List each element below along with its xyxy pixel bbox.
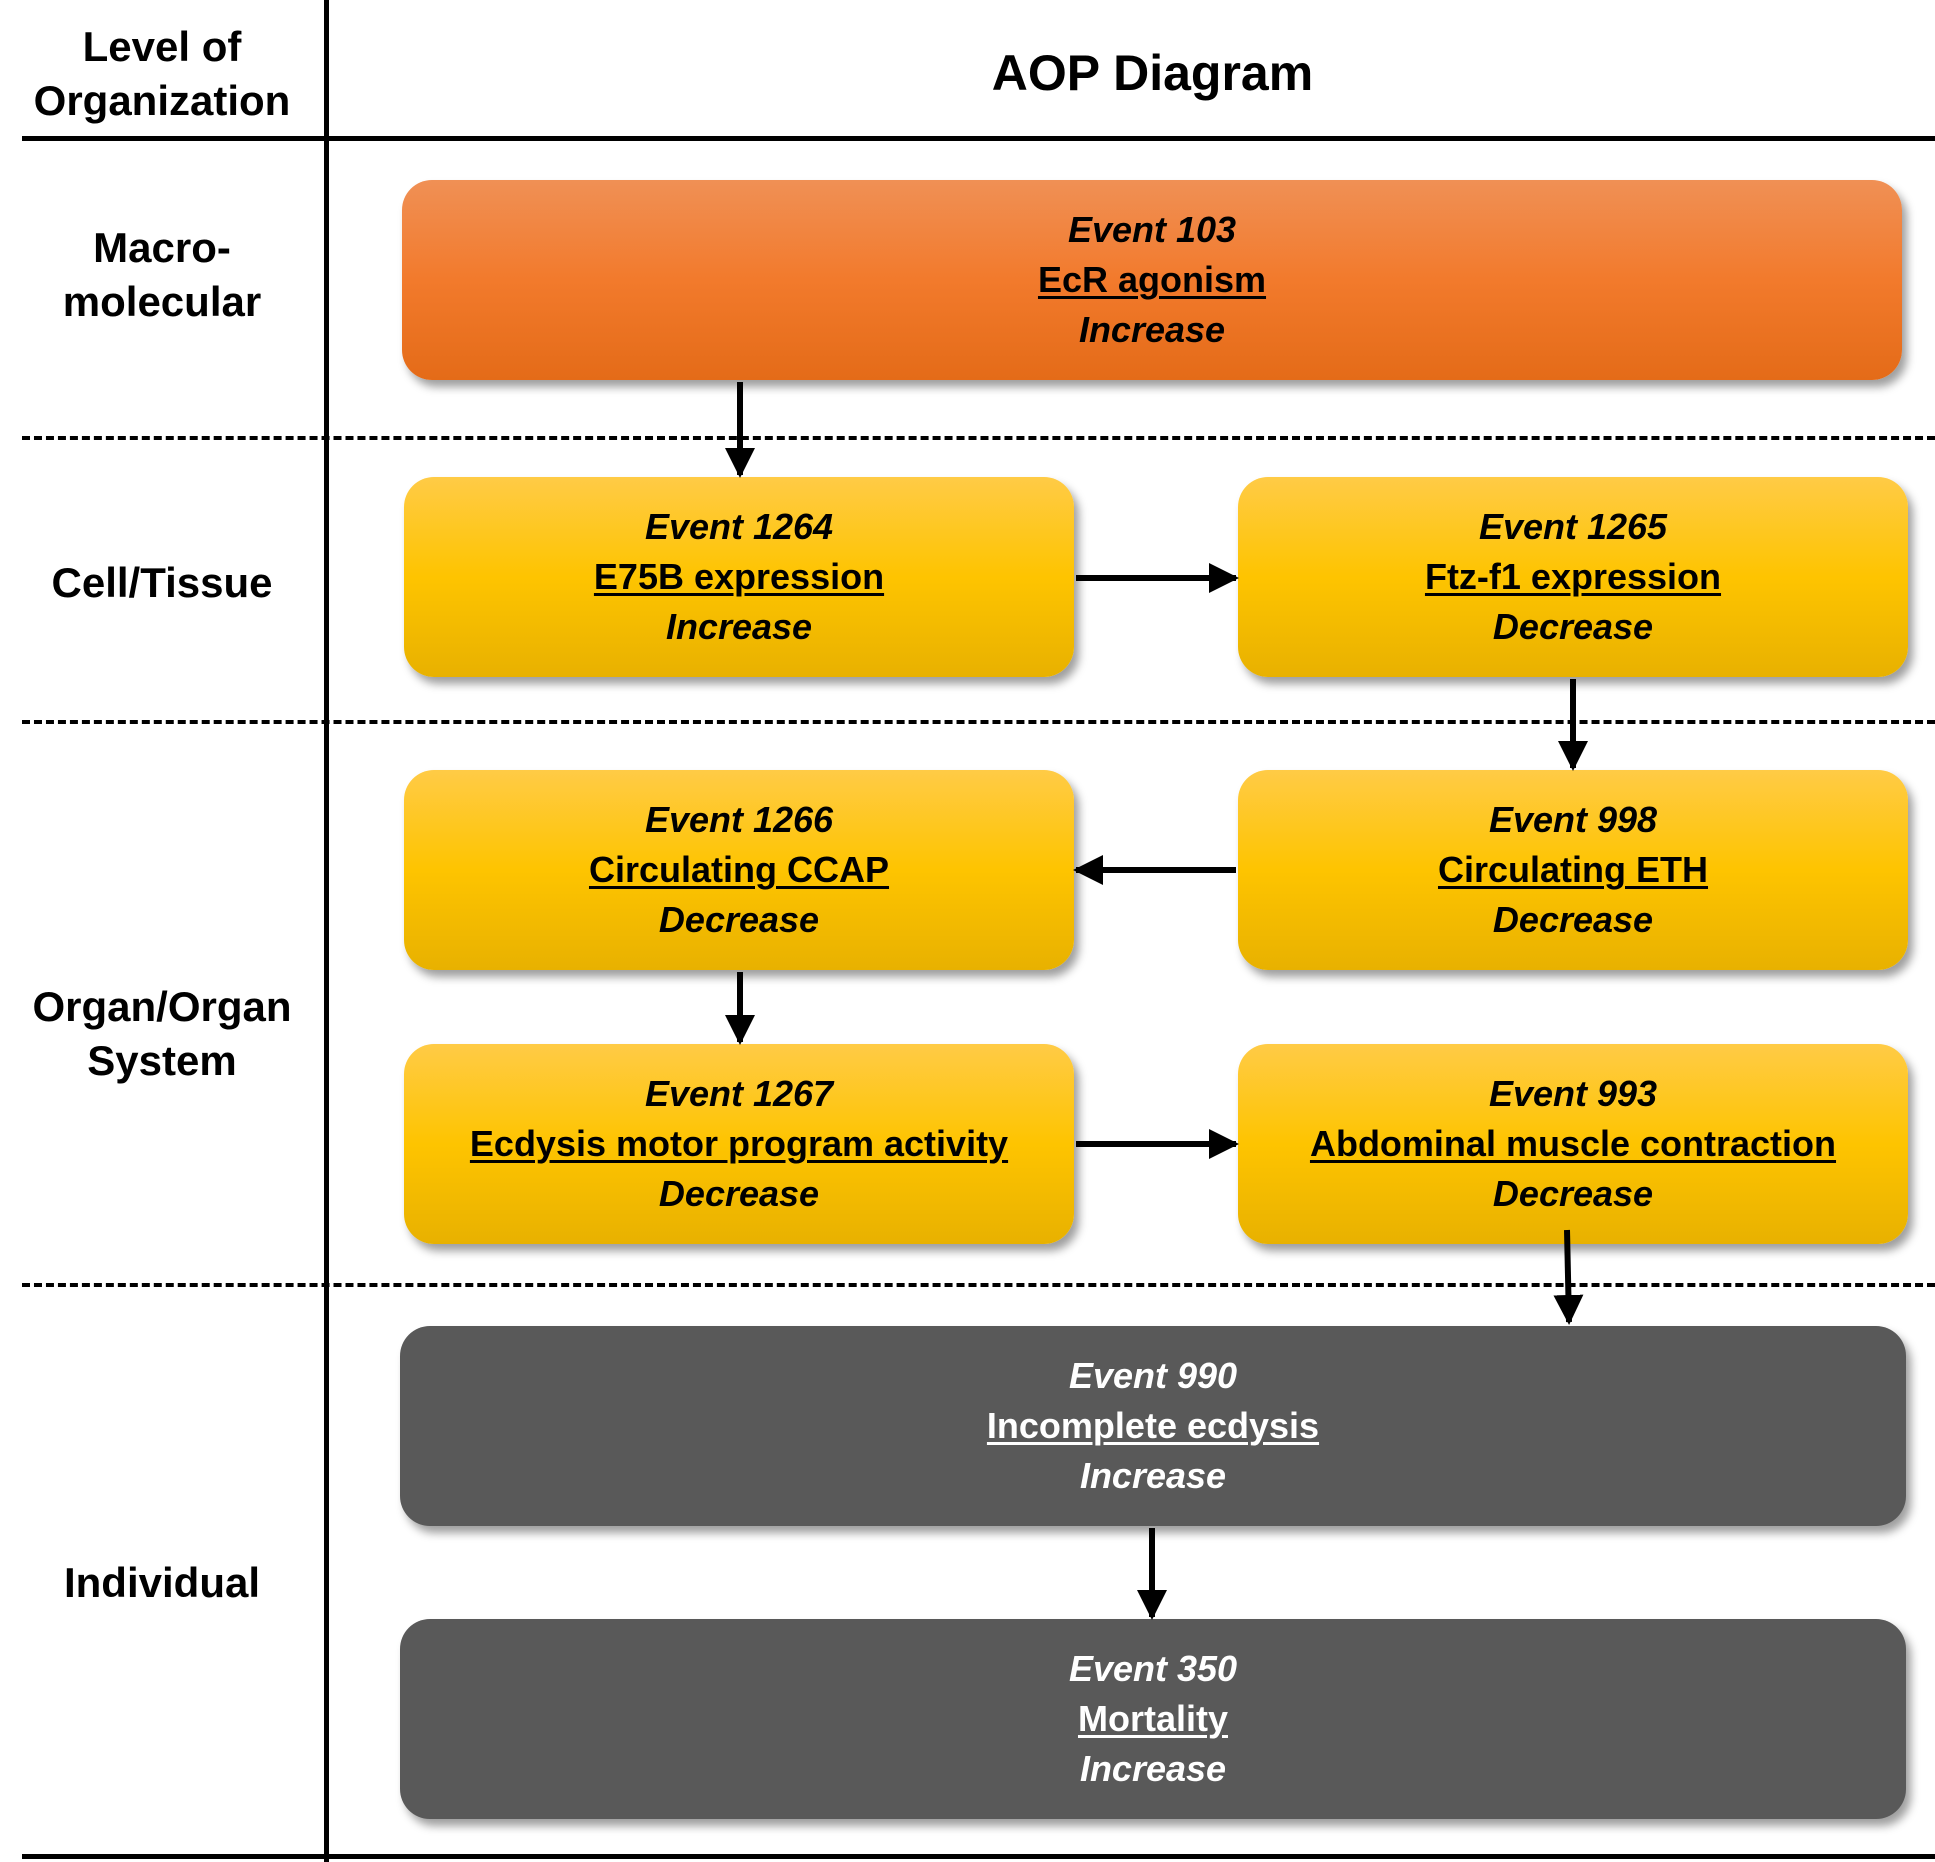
vertical-divider	[324, 0, 329, 1862]
event-direction: Decrease	[1492, 899, 1654, 940]
level-label-organ-line-1: Organ/Organ	[32, 983, 292, 1030]
event-id: Event 990	[1068, 1355, 1238, 1396]
level-label-individual: Individual	[63, 1559, 260, 1606]
event-node-1266[interactable]: Event 1266 Circulating CCAP Decrease	[404, 770, 1074, 970]
arrow-993-to-990	[1553, 1229, 1584, 1325]
level-label-organ: Organ/Organ System	[2, 980, 322, 1088]
header-divider	[22, 136, 1935, 141]
level-label-organ-line-2: System	[87, 1037, 237, 1084]
event-id: Event 1267	[644, 1073, 834, 1114]
event-direction: Decrease	[658, 1173, 820, 1214]
event-id: Event 103	[1067, 209, 1237, 250]
event-node-1264[interactable]: Event 1264 E75B expression Increase	[404, 477, 1074, 677]
event-direction: Increase	[1078, 309, 1226, 350]
event-direction: Increase	[665, 606, 813, 647]
event-name-link[interactable]: Circulating CCAP	[588, 849, 890, 890]
level-divider-1	[22, 436, 1935, 440]
event-name-link[interactable]: Ecdysis motor program activity	[469, 1123, 1009, 1164]
level-divider-3	[22, 1283, 1935, 1287]
event-node-103[interactable]: Event 103 EcR agonism Increase	[402, 180, 1902, 380]
event-name-link[interactable]: EcR agonism	[1037, 259, 1267, 300]
event-node-990[interactable]: Event 990 Incomplete ecdysis Increase	[400, 1326, 1906, 1526]
event-direction: Decrease	[658, 899, 820, 940]
level-column-title-line-1: Level of	[82, 23, 242, 70]
event-name-link[interactable]: Abdominal muscle contraction	[1309, 1123, 1837, 1164]
event-node-350[interactable]: Event 350 Mortality Increase	[400, 1619, 1906, 1819]
event-id: Event 998	[1488, 799, 1658, 840]
event-id: Event 350	[1068, 1648, 1238, 1689]
event-direction: Decrease	[1492, 1173, 1654, 1214]
event-node-1265[interactable]: Event 1265 Ftz-f1 expression Decrease	[1238, 477, 1908, 677]
event-direction: Increase	[1079, 1748, 1227, 1789]
event-name-link[interactable]: Mortality	[1077, 1698, 1228, 1739]
level-label-macro-line-1: Macro-	[93, 224, 231, 271]
event-name-link[interactable]: Ftz-f1 expression	[1424, 556, 1722, 597]
event-name-link[interactable]: Circulating ETH	[1437, 849, 1709, 890]
level-label-macro-line-2: molecular	[62, 278, 262, 325]
level-column-title: Level of Organization	[2, 20, 322, 128]
event-name-link[interactable]: E75B expression	[593, 556, 885, 597]
level-label-macro: Macro- molecular	[2, 221, 322, 329]
diagram-title: AOP Diagram	[991, 45, 1314, 101]
level-label-cell: Cell/Tissue	[51, 559, 273, 606]
event-id: Event 1265	[1478, 506, 1668, 547]
event-direction: Decrease	[1492, 606, 1654, 647]
level-column-title-line-2: Organization	[33, 77, 291, 124]
event-node-1267[interactable]: Event 1267 Ecdysis motor program activit…	[404, 1044, 1074, 1244]
bottom-border	[22, 1854, 1935, 1859]
event-name-link[interactable]: Incomplete ecdysis	[986, 1405, 1320, 1446]
event-node-998[interactable]: Event 998 Circulating ETH Decrease	[1238, 770, 1908, 970]
event-id: Event 1264	[644, 506, 834, 547]
event-id: Event 1266	[644, 799, 834, 840]
level-divider-2	[22, 720, 1935, 724]
event-direction: Increase	[1079, 1455, 1227, 1496]
event-id: Event 993	[1488, 1073, 1658, 1114]
event-node-993[interactable]: Event 993 Abdominal muscle contraction D…	[1238, 1044, 1908, 1244]
